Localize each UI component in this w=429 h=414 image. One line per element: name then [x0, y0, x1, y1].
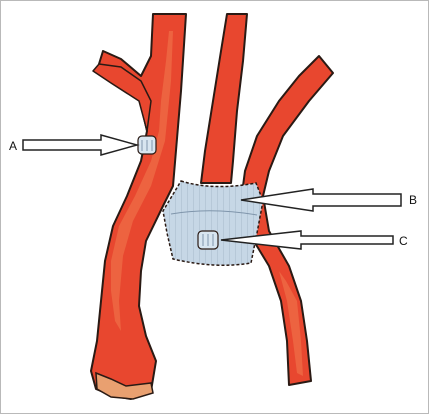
- graft-anastomosis-c: [197, 230, 219, 250]
- left-upper-branch: [92, 63, 152, 132]
- arrow-c: [220, 230, 394, 250]
- graft-patch-a: [137, 135, 157, 155]
- callout-label-b: B: [409, 193, 418, 207]
- right-descending-vessel: [240, 55, 334, 386]
- vascular-graft: [162, 180, 264, 266]
- left-trunk-highlight: [111, 31, 173, 331]
- aortic-root-base: [95, 371, 154, 400]
- arrow-a: [22, 134, 140, 156]
- right-vessel-highlight: [279, 271, 303, 376]
- middle-carotid-artery: [200, 13, 248, 184]
- graft-seam: [170, 210, 258, 216]
- callout-label-a: A: [9, 139, 18, 153]
- callout-label-c: C: [399, 234, 408, 248]
- arrow-b: [240, 188, 402, 212]
